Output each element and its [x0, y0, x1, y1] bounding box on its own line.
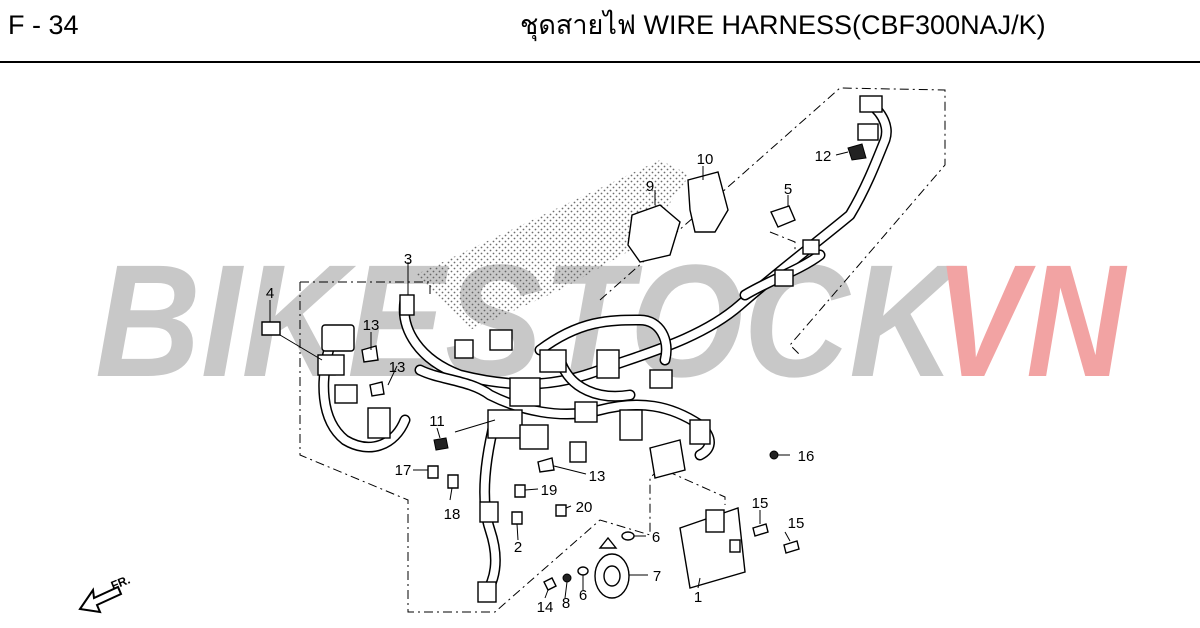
part-7-horn [594, 536, 630, 599]
shaded-area [415, 160, 690, 330]
part-4-clamp [261, 321, 281, 336]
callout-4: 4 [266, 285, 274, 302]
callout-10: 10 [697, 151, 714, 168]
callout-1: 1 [694, 589, 702, 606]
part-20-fuse [555, 504, 567, 517]
part-6-washer-b [577, 566, 589, 576]
harness-connectors [317, 95, 883, 603]
callout-8: 8 [562, 595, 570, 612]
front-direction-arrow: FR. [78, 573, 132, 614]
leader-lines [269, 151, 849, 599]
callout-14: 14 [537, 599, 554, 616]
part-14-bolt [543, 577, 557, 591]
callout-13-lower: 13 [589, 468, 606, 485]
callout-19: 19 [541, 482, 558, 499]
callout-16: 16 [798, 448, 815, 465]
callout-12: 12 [815, 148, 832, 165]
part-6-washer-a [621, 531, 635, 541]
header-divider [0, 61, 1200, 63]
assembly-boundary-lines [299, 87, 946, 613]
callout-labels: 1 2 3 4 5 6 6 7 8 9 10 11 12 13 13 13 14… [266, 148, 832, 616]
part-8-nut [562, 573, 572, 583]
arrow-icon [78, 585, 123, 614]
part-15-bolt-b [783, 540, 800, 554]
callout-6-lower: 6 [579, 587, 587, 604]
part-1-regulator [679, 507, 746, 589]
page-title: ชุดสายไฟ WIRE HARNESS(CBF300NAJ/K) [520, 10, 1046, 40]
callout-13-middle: 13 [389, 359, 406, 376]
loose-parts [261, 143, 867, 599]
part-5-connector [770, 205, 796, 228]
watermark-accent-text: VN [935, 231, 1128, 410]
part-13-clip-b [369, 381, 385, 397]
part-16-bolt [769, 450, 779, 460]
part-10-cover [687, 171, 729, 233]
part-12-clip [847, 143, 867, 161]
callout-6-upper: 6 [652, 529, 660, 546]
part-2-fuse [511, 511, 523, 525]
callout-3: 3 [404, 251, 412, 268]
callout-15-left: 15 [752, 495, 769, 512]
front-label: FR. [109, 573, 132, 593]
part-13-clip-c [537, 457, 555, 473]
callout-9: 9 [646, 178, 654, 195]
part-18-fuse [447, 474, 459, 489]
callout-11: 11 [429, 413, 445, 430]
part-17-fuse [427, 465, 439, 479]
part-11-cap [433, 437, 449, 451]
callout-7: 7 [653, 568, 661, 585]
part-9-connector-block [627, 204, 681, 263]
part-19-fuse [514, 484, 526, 498]
relay-box [649, 439, 686, 479]
callout-2: 2 [514, 539, 522, 556]
callout-5: 5 [784, 181, 792, 198]
callout-20: 20 [576, 499, 593, 516]
callout-15-right: 15 [788, 515, 805, 532]
callout-18: 18 [444, 506, 461, 523]
part-15-bolt-a [752, 523, 769, 537]
callout-17: 17 [395, 462, 412, 479]
page-code: F - 34 [8, 10, 79, 40]
callout-13-upper: 13 [363, 317, 380, 334]
